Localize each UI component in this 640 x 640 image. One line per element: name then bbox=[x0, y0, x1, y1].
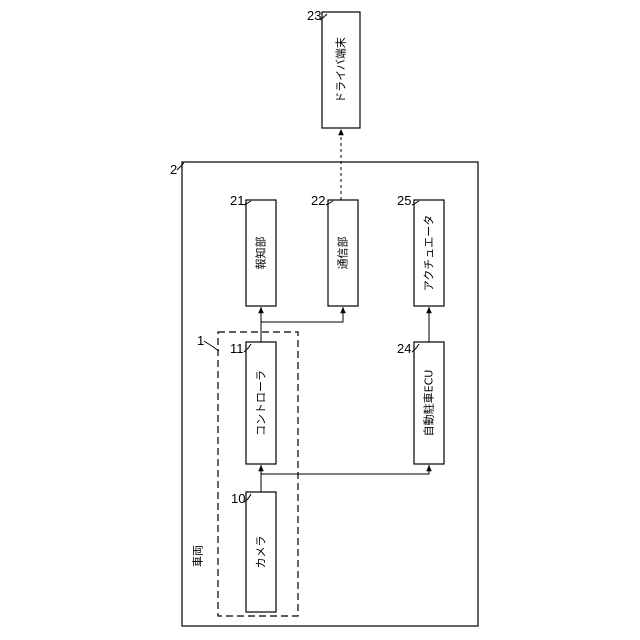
arrow-camera-to-parking-ecu bbox=[261, 465, 429, 474]
controller-ref-number: 11 bbox=[230, 341, 244, 356]
actuator-block: アクチュエータ bbox=[414, 200, 444, 306]
parking-ecu-ref-number: 24 bbox=[397, 341, 411, 356]
device-ref-leader bbox=[204, 341, 219, 351]
communication-ref-number: 22 bbox=[311, 193, 325, 208]
notification-block: 報知部 bbox=[246, 200, 276, 306]
camera-ref-number: 10 bbox=[231, 491, 245, 506]
parking-ecu-block: 自動駐車ECU bbox=[414, 342, 444, 464]
device-ref-number: 1 bbox=[197, 333, 204, 348]
notification-label: 報知部 bbox=[254, 237, 268, 270]
actuator-ref-number: 25 bbox=[397, 193, 411, 208]
vehicle-ref-leader bbox=[177, 163, 184, 170]
parking-ecu-label: 自動駐車ECU bbox=[422, 370, 436, 437]
vehicle-ref-number: 2 bbox=[170, 162, 177, 177]
driver-terminal-label: ドライバ端末 bbox=[334, 37, 348, 103]
actuator-label: アクチュエータ bbox=[423, 215, 436, 291]
camera-label: カメラ bbox=[255, 536, 268, 569]
communication-label: 通信部 bbox=[336, 237, 350, 270]
notification-ref-number: 21 bbox=[230, 193, 244, 208]
communication-block: 通信部 bbox=[328, 200, 358, 306]
driver-terminal-block: ドライバ端末 bbox=[322, 12, 360, 128]
vehicle-label: 車両 bbox=[191, 545, 205, 567]
controller-block: コントローラ bbox=[246, 342, 276, 464]
driver-terminal-ref-number: 23 bbox=[307, 8, 321, 23]
controller-label: コントローラ bbox=[255, 370, 268, 436]
camera-block: カメラ bbox=[246, 492, 276, 612]
arrow-controller-to-communication bbox=[261, 307, 343, 322]
